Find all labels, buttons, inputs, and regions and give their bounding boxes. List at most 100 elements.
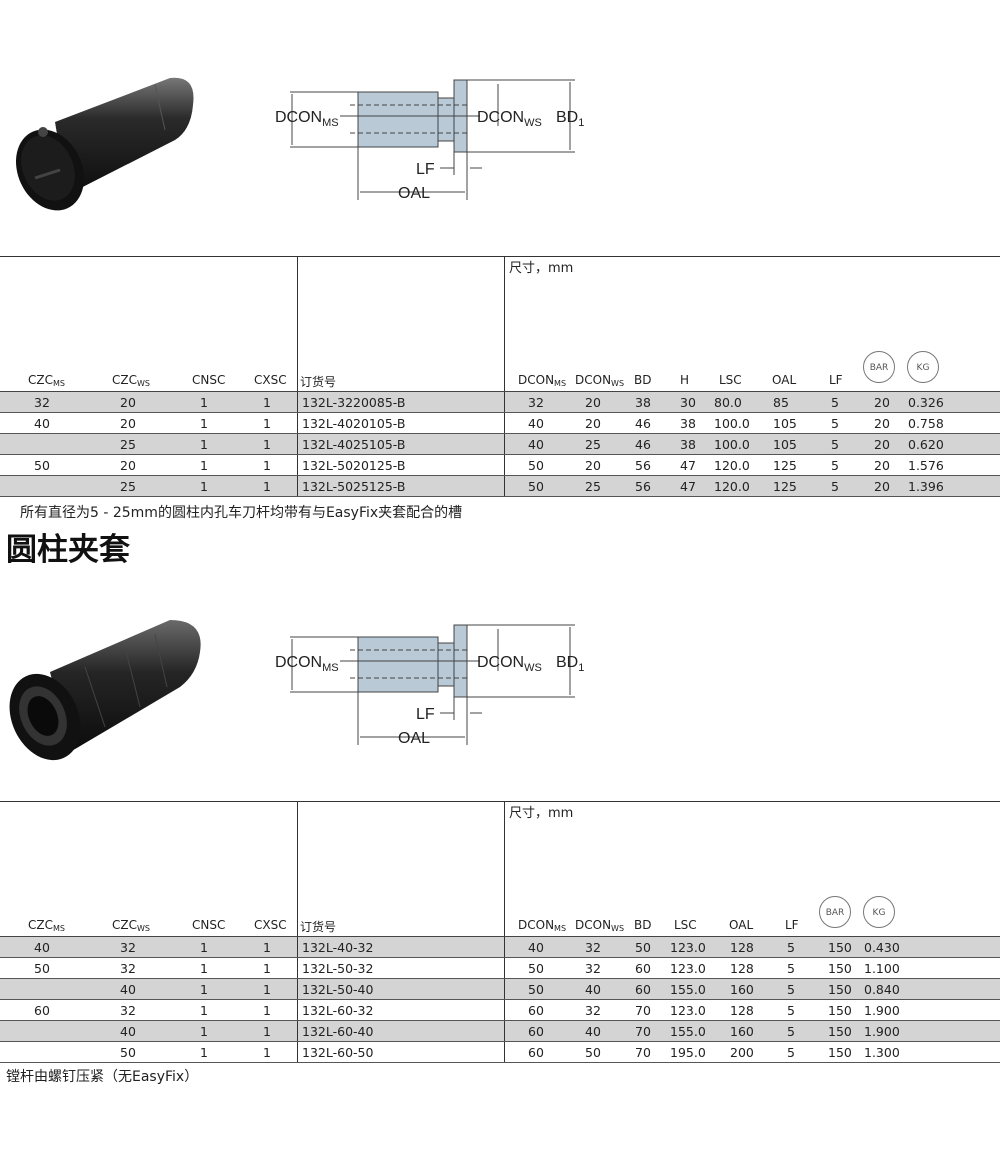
- cell-cxsc: 1: [263, 437, 271, 452]
- cell-dcon-ms: 60: [528, 1045, 544, 1060]
- cell-cxsc: 1: [263, 458, 271, 473]
- drawing-label-bd: BD1: [556, 654, 584, 674]
- cell-order: 132L-60-32: [302, 1003, 374, 1018]
- drawing-label-oal: OAL: [398, 185, 430, 202]
- weight-kg-icon: KG: [907, 351, 939, 383]
- cell-kg: 0.620: [908, 437, 944, 452]
- drawing-label-dcon-ws: DCONWS: [477, 109, 542, 129]
- column-divider: [297, 455, 298, 476]
- cell-cnsc: 1: [200, 458, 208, 473]
- cell-oal: 125: [773, 458, 797, 473]
- header-lf: LF: [829, 373, 843, 387]
- cell-lf: 5: [831, 437, 839, 452]
- cell-h: 47: [680, 458, 696, 473]
- cell-dcon-ms: 50: [528, 982, 544, 997]
- column-divider: [297, 979, 298, 1000]
- column-divider: [504, 937, 505, 958]
- header-oal: OAL: [729, 918, 754, 932]
- cell-bar: 20: [874, 458, 890, 473]
- cell-kg: 0.326: [908, 395, 944, 410]
- cell-bd: 60: [635, 982, 651, 997]
- cell-kg: 1.576: [908, 458, 944, 473]
- header-czc-ms: CZCMS: [28, 373, 65, 388]
- cell-dcon-ms: 60: [528, 1024, 544, 1039]
- column-divider: [504, 434, 505, 455]
- cell-czc-ws: 20: [120, 416, 136, 431]
- cell-order: 132L-3220085-B: [302, 395, 406, 410]
- header-oal: OAL: [772, 373, 797, 387]
- cell-order: 132L-4020105-B: [302, 416, 406, 431]
- header-bd: BD: [634, 373, 652, 387]
- cell-lsc: 155.0: [670, 982, 706, 997]
- cell-czc-ws: 50: [120, 1045, 136, 1060]
- cell-h: 30: [680, 395, 696, 410]
- cell-kg: 0.758: [908, 416, 944, 431]
- cell-oal: 105: [773, 437, 797, 452]
- drawing-label-dcon-ms: DCONMS: [275, 109, 339, 129]
- cell-czc-ms: 40: [34, 940, 50, 955]
- cell-cxsc: 1: [263, 940, 271, 955]
- column-divider: [504, 1000, 505, 1021]
- cell-oal: 200: [730, 1045, 754, 1060]
- table1-footnote: 所有直径为5 - 25mm的圆柱内孔车刀杆均带有与EasyFix夹套配合的槽: [20, 505, 463, 521]
- cell-czc-ms: 40: [34, 416, 50, 431]
- cell-kg: 0.840: [864, 982, 900, 997]
- cell-dcon-ws: 25: [585, 479, 601, 494]
- column-divider: [504, 958, 505, 979]
- header-czc-ws: CZCWS: [112, 373, 150, 388]
- cell-bd: 70: [635, 1045, 651, 1060]
- cell-bar: 20: [874, 479, 890, 494]
- cell-dcon-ws: 25: [585, 437, 601, 452]
- cell-czc-ms: 60: [34, 1003, 50, 1018]
- cell-bd: 70: [635, 1024, 651, 1039]
- cell-lf: 5: [831, 416, 839, 431]
- cell-czc-ws: 20: [120, 458, 136, 473]
- cell-lsc: 123.0: [670, 961, 706, 976]
- cell-cnsc: 1: [200, 437, 208, 452]
- cell-bd: 46: [635, 437, 651, 452]
- cell-czc-ms: 50: [34, 458, 50, 473]
- weight-kg-icon: KG: [863, 896, 895, 928]
- cell-bd: 60: [635, 961, 651, 976]
- header-dcon-ws: DCONWS: [575, 373, 625, 388]
- cell-order: 132L-50-32: [302, 961, 374, 976]
- cell-order: 132L-40-32: [302, 940, 374, 955]
- dimension-drawing-2: DCONMS DCONWS BD1 LF OAL: [275, 624, 584, 747]
- cell-dcon-ws: 20: [585, 458, 601, 473]
- cell-czc-ws: 32: [120, 961, 136, 976]
- cell-dcon-ms: 40: [528, 437, 544, 452]
- cell-cxsc: 1: [263, 982, 271, 997]
- cell-dcon-ms: 50: [528, 458, 544, 473]
- cell-bar: 150: [828, 982, 852, 997]
- drawing-label-lf: LF: [416, 706, 435, 723]
- cell-dcon-ms: 50: [528, 479, 544, 494]
- column-divider: [504, 392, 505, 413]
- column-divider: [297, 1021, 298, 1042]
- cell-dcon-ms: 60: [528, 1003, 544, 1018]
- column-divider: [504, 413, 505, 434]
- cell-lf: 5: [787, 982, 795, 997]
- table2-dimension-unit: 尺寸，mm: [509, 806, 574, 821]
- cell-czc-ws: 40: [120, 1024, 136, 1039]
- cell-czc-ms: 32: [34, 395, 50, 410]
- cell-dcon-ms: 32: [528, 395, 544, 410]
- cell-lsc: 123.0: [670, 1003, 706, 1018]
- cell-cnsc: 1: [200, 961, 208, 976]
- header-cxsc: CXSC: [254, 373, 287, 387]
- cell-dcon-ms: 50: [528, 961, 544, 976]
- cell-oal: 85: [773, 395, 789, 410]
- cell-czc-ws: 32: [120, 940, 136, 955]
- cell-bar: 150: [828, 1045, 852, 1060]
- cell-h: 38: [680, 437, 696, 452]
- column-divider: [504, 1042, 505, 1063]
- drawing-label-dcon-ms: DCONMS: [275, 654, 339, 674]
- cell-oal: 128: [730, 961, 754, 976]
- cell-czc-ws: 25: [120, 437, 136, 452]
